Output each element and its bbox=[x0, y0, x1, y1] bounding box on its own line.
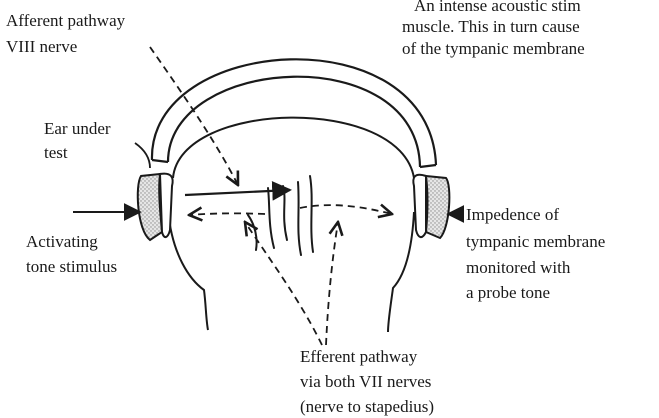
brainstem-sketch bbox=[248, 176, 313, 255]
headband bbox=[152, 59, 436, 167]
arrow-afferent-into-brainstem bbox=[185, 190, 290, 195]
left-earphone bbox=[138, 174, 173, 240]
arrow-efferent-to-right-ear bbox=[300, 205, 392, 214]
leader-ear-under-test bbox=[135, 143, 150, 168]
leader-efferent-right bbox=[326, 222, 338, 345]
right-earphone bbox=[413, 175, 449, 238]
arrow-efferent-to-left-ear bbox=[189, 213, 265, 215]
leader-efferent-left bbox=[245, 222, 322, 345]
head-outline bbox=[168, 118, 414, 332]
